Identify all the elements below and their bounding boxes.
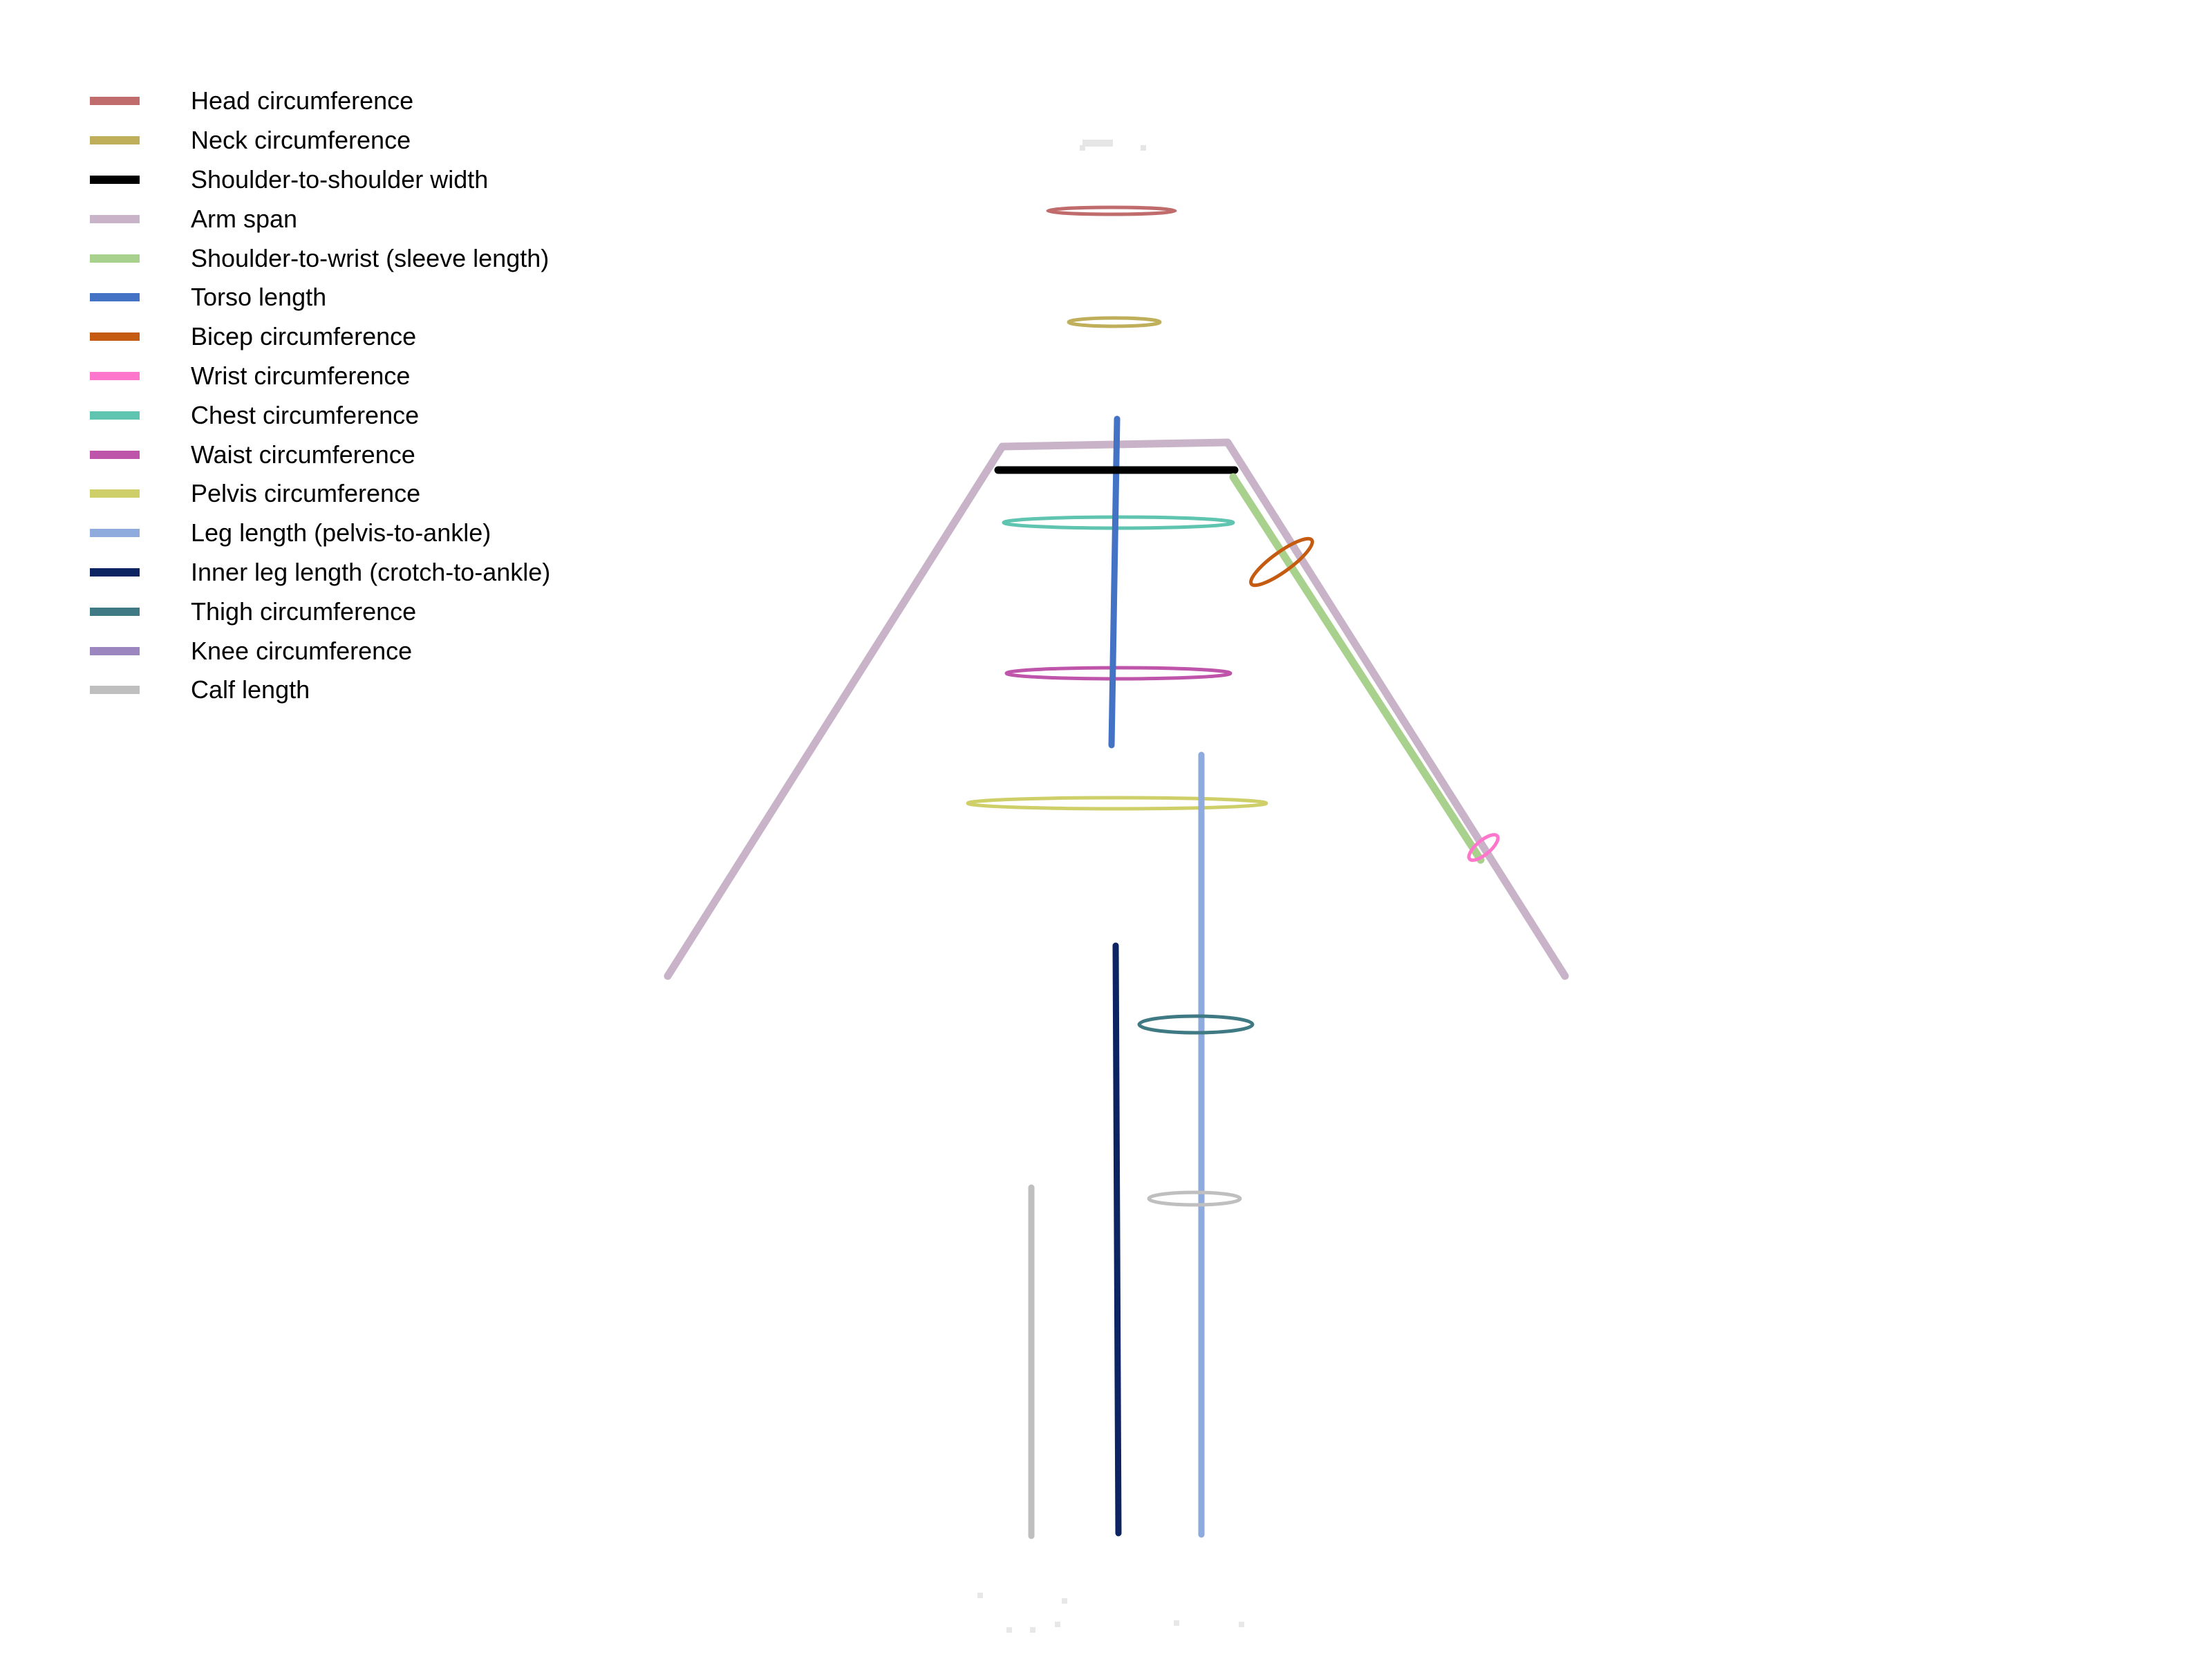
legend-label: Torso length (191, 283, 327, 312)
legend-item: Thigh circumference (90, 592, 550, 631)
pelvis-circumference-ring (966, 796, 1268, 811)
legend-swatch (90, 214, 140, 223)
head-circumference-ring (1046, 205, 1177, 216)
legend-swatch (90, 568, 140, 577)
legend-label: Inner leg length (crotch-to-ankle) (191, 557, 551, 586)
legend-swatch (90, 450, 140, 459)
legend-item: Chest circumference (90, 395, 550, 435)
legend-swatch (90, 411, 140, 420)
legend-swatch (90, 371, 140, 380)
legend-swatch (90, 254, 140, 263)
legend-swatch (90, 489, 140, 498)
wrist-circumference-ring (1467, 833, 1500, 862)
legend-label: Chest circumference (191, 400, 420, 429)
legend-swatch (90, 175, 140, 184)
legend-swatch (90, 293, 140, 302)
neck-circumference-ring (1067, 316, 1162, 328)
legend-item: Bicep circumference (90, 317, 550, 357)
legend-label: Neck circumference (191, 126, 411, 155)
legend-swatch (90, 97, 140, 106)
bicep-circumference-ring (1249, 536, 1314, 588)
legend-swatch (90, 686, 140, 695)
legend-label: Pelvis circumference (191, 479, 421, 508)
thigh-circumference-ring (1137, 1014, 1255, 1035)
legend-label: Head circumference (191, 86, 414, 115)
legend-swatch (90, 646, 140, 655)
waist-circumference-ring (1004, 666, 1232, 681)
legend-label: Shoulder-to-shoulder width (191, 165, 489, 194)
legend-item: Pelvis circumference (90, 474, 550, 514)
sleeve-length-line (1229, 473, 1485, 864)
legend-item: Neck circumference (90, 121, 550, 160)
legend-label: Arm span (191, 204, 298, 233)
foot-markers (977, 1593, 1244, 1633)
legend-item: Inner leg length (crotch-to-ankle) (90, 553, 550, 592)
legend-item: Wrist circumference (90, 357, 550, 396)
legend-item: Knee circumference (90, 631, 550, 671)
inner-leg-length-line (1112, 942, 1122, 1537)
head-top-markers (1080, 140, 1146, 151)
knee-circumference-ring (1147, 1190, 1242, 1207)
legend-swatch (90, 529, 140, 538)
legend-label: Shoulder-to-wrist (sleeve length) (191, 243, 550, 272)
legend-item: Leg length (pelvis-to-ankle) (90, 514, 550, 553)
legend-swatch (90, 332, 140, 341)
legend-item: Head circumference (90, 82, 550, 121)
legend-swatch (90, 607, 140, 616)
legend-label: Wrist circumference (191, 361, 411, 390)
legend-label: Calf length (191, 675, 310, 704)
legend-label: Leg length (pelvis-to-ankle) (191, 518, 491, 547)
legend-label: Waist circumference (191, 440, 415, 469)
legend-swatch (90, 136, 140, 145)
legend-item: Calf length (90, 671, 550, 710)
legend-label: Thigh circumference (191, 597, 417, 626)
legend-item: Arm span (90, 199, 550, 238)
legend-item: Waist circumference (90, 435, 550, 474)
legend-label: Knee circumference (191, 636, 413, 665)
legend-item: Shoulder-to-shoulder width (90, 160, 550, 200)
legend-item: Torso length (90, 278, 550, 317)
legend-label: Bicep circumference (191, 322, 417, 351)
legend-item: Shoulder-to-wrist (sleeve length) (90, 238, 550, 278)
